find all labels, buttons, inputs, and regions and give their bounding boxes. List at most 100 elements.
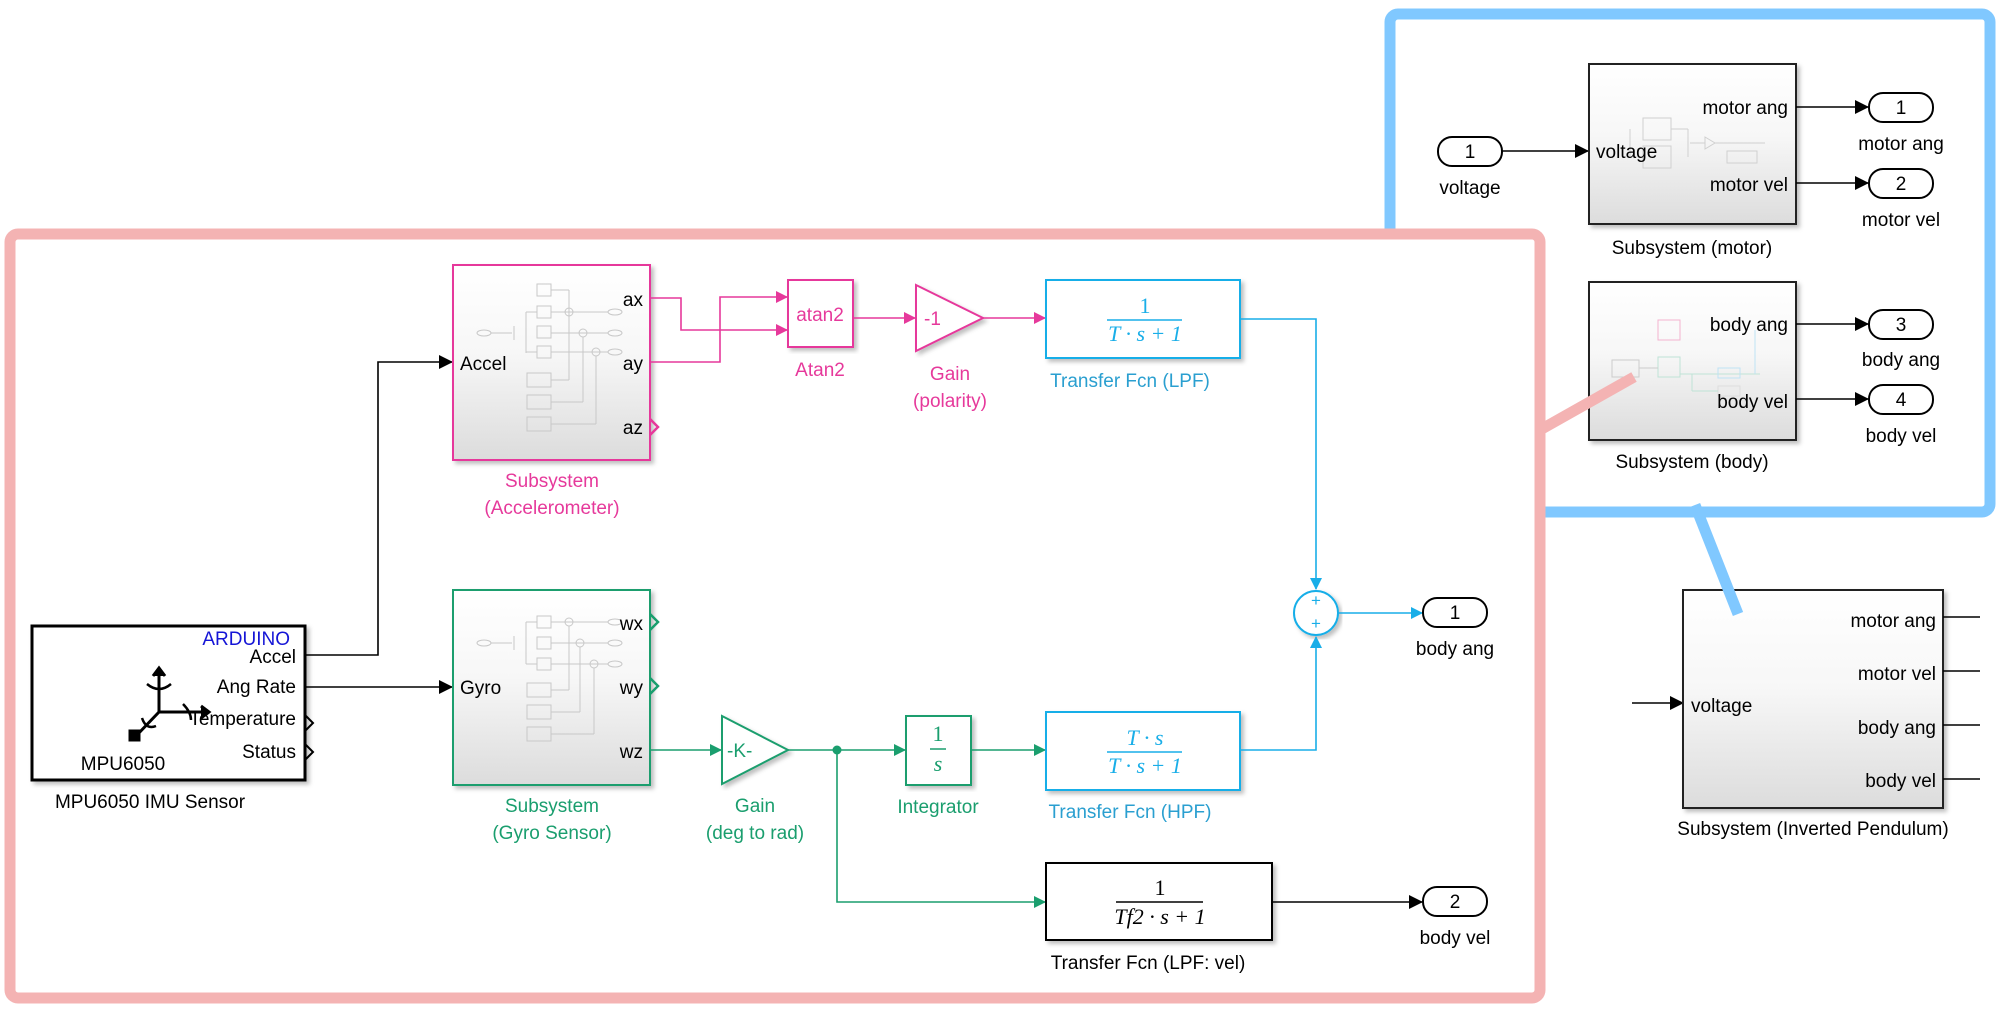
tf-denominator: T · s + 1 — [1108, 753, 1182, 778]
port-label: motor ang — [1702, 98, 1788, 119]
signal-line-branch — [836, 750, 1046, 908]
tf-numerator: 1 — [1155, 875, 1166, 900]
outport-number: 3 — [1896, 315, 1907, 336]
inport-label: voltage — [1439, 178, 1500, 199]
port-label: body vel — [1717, 392, 1788, 413]
block-label: Subsystem — [505, 796, 599, 817]
tf-denominator: T · s + 1 — [1108, 321, 1182, 346]
gain-polarity-block[interactable]: -1 Gain (polarity) — [913, 283, 987, 412]
blue-outport-3[interactable]: 3 body ang — [1862, 309, 1940, 371]
block-label: Transfer Fcn (LPF: vel) — [1051, 953, 1246, 974]
block-label: (deg to rad) — [706, 823, 804, 844]
mpu6050-block[interactable]: ARDUINO Accel Ang Rate Temperature Statu… — [30, 624, 315, 813]
block-text: -K- — [727, 741, 752, 762]
port-label: ay — [623, 354, 644, 375]
transfer-fcn-lpf-vel[interactable]: 1 Tf2 · s + 1 Transfer Fcn (LPF: vel) — [1045, 862, 1273, 974]
mpu-model: MPU6050 — [81, 754, 166, 775]
inverted-pendulum-subsystem[interactable]: voltage motor ang motor vel body ang bod… — [1677, 589, 1949, 840]
block-label: Transfer Fcn (HPF) — [1049, 802, 1212, 823]
block-label: (polarity) — [913, 391, 987, 412]
integrator-block[interactable]: 1 s Integrator — [897, 715, 979, 818]
signal-line — [1240, 318, 1322, 590]
outport-label: body vel — [1420, 928, 1491, 949]
accelerometer-subsystem[interactable]: Accel ax ay az Subsystem (Accelerometer) — [452, 264, 660, 519]
sum-sign: + — [1311, 591, 1321, 610]
block-text: -1 — [924, 309, 941, 330]
unconnected-port — [649, 418, 660, 436]
port-label: body vel — [1865, 771, 1936, 792]
pendulum-output-lines — [1943, 616, 1980, 780]
tf-numerator: 1 — [1140, 293, 1151, 318]
gyro-subsystem[interactable]: Gyro wx wy wz Subsystem (Gyro Sensor) — [452, 589, 660, 844]
block-text: atan2 — [796, 305, 844, 326]
signal-line-accel — [305, 355, 453, 656]
signal-line-ax — [650, 297, 788, 336]
arduino-brand: ARDUINO — [202, 629, 290, 650]
block-label: (Gyro Sensor) — [492, 823, 611, 844]
port-label: wz — [619, 742, 643, 763]
port-label: body ang — [1710, 315, 1788, 336]
block-label: Atan2 — [795, 360, 845, 381]
port-label: voltage — [1691, 696, 1752, 717]
body-subsystem[interactable]: body ang body vel Subsystem (body) — [1588, 281, 1797, 473]
block-label: (Accelerometer) — [484, 498, 619, 519]
unconnected-port — [649, 677, 660, 695]
blue-outport-4[interactable]: 4 body vel — [1866, 384, 1937, 447]
signal-line-ay — [650, 291, 788, 363]
outport-label: motor vel — [1862, 210, 1940, 231]
port-label: Ang Rate — [217, 677, 296, 698]
inport-number: 1 — [1465, 142, 1476, 163]
outport-label: body ang — [1862, 350, 1940, 371]
port-label: Gyro — [460, 678, 501, 699]
port-label: body ang — [1858, 718, 1936, 739]
port-label: voltage — [1596, 142, 1657, 163]
port-label: Accel — [250, 647, 296, 668]
port-label: Temperature — [189, 709, 296, 730]
block-label: Transfer Fcn (LPF) — [1050, 371, 1210, 392]
unconnected-port — [304, 743, 315, 761]
outport-body-ang[interactable]: 1 body ang — [1416, 597, 1494, 660]
pink-callout-connector — [1537, 372, 1637, 435]
blue-callout-connector — [1689, 502, 1744, 617]
signal-line — [1240, 636, 1322, 751]
sum-sign: + — [1311, 614, 1321, 633]
block-label: Subsystem (motor) — [1612, 238, 1772, 259]
block-label: Subsystem (body) — [1615, 452, 1768, 473]
integrator-denominator: s — [934, 751, 943, 776]
outport-label: body ang — [1416, 639, 1494, 660]
atan2-block[interactable]: atan2 Atan2 — [787, 279, 854, 381]
imu-axes-icon — [128, 665, 212, 742]
integrator-numerator: 1 — [933, 721, 944, 746]
gyro-subsystem-preview — [476, 615, 623, 742]
port-label: wx — [619, 614, 644, 635]
blue-outport-2[interactable]: 2 motor vel — [1862, 168, 1940, 231]
blue-outport-1[interactable]: 1 motor ang — [1858, 92, 1944, 155]
sum-block[interactable]: + + — [1293, 590, 1339, 636]
port-label: motor vel — [1710, 175, 1788, 196]
transfer-fcn-lpf[interactable]: 1 T · s + 1 Transfer Fcn (LPF) — [1045, 279, 1241, 392]
block-label: Integrator — [897, 797, 979, 818]
port-label: ax — [623, 290, 644, 311]
outport-label: body vel — [1866, 426, 1937, 447]
motor-subsystem[interactable]: voltage motor ang motor vel Subsystem (m… — [1588, 63, 1797, 259]
outport-number: 2 — [1896, 174, 1907, 195]
tf-denominator: Tf2 · s + 1 — [1114, 904, 1205, 929]
gain-deg-to-rad-block[interactable]: -K- Gain (deg to rad) — [706, 714, 804, 844]
block-label: Gain — [735, 796, 775, 817]
unconnected-port — [304, 714, 315, 732]
outport-number: 4 — [1896, 390, 1907, 411]
pink-highlight-frame — [4, 228, 1546, 1004]
block-label: Gain — [930, 364, 970, 385]
port-label: motor ang — [1850, 611, 1936, 632]
outport-number: 1 — [1896, 98, 1907, 119]
block-label: Subsystem (Inverted Pendulum) — [1677, 819, 1948, 840]
tf-numerator: T · s — [1127, 725, 1164, 750]
outport-label: motor ang — [1858, 134, 1944, 155]
outport-number: 1 — [1450, 603, 1461, 624]
transfer-fcn-hpf[interactable]: T · s T · s + 1 Transfer Fcn (HPF) — [1045, 711, 1241, 823]
port-label: wy — [619, 678, 644, 699]
outport-body-vel[interactable]: 2 body vel — [1420, 886, 1491, 949]
port-label: motor vel — [1858, 664, 1936, 685]
block-label: MPU6050 IMU Sensor — [55, 792, 246, 813]
